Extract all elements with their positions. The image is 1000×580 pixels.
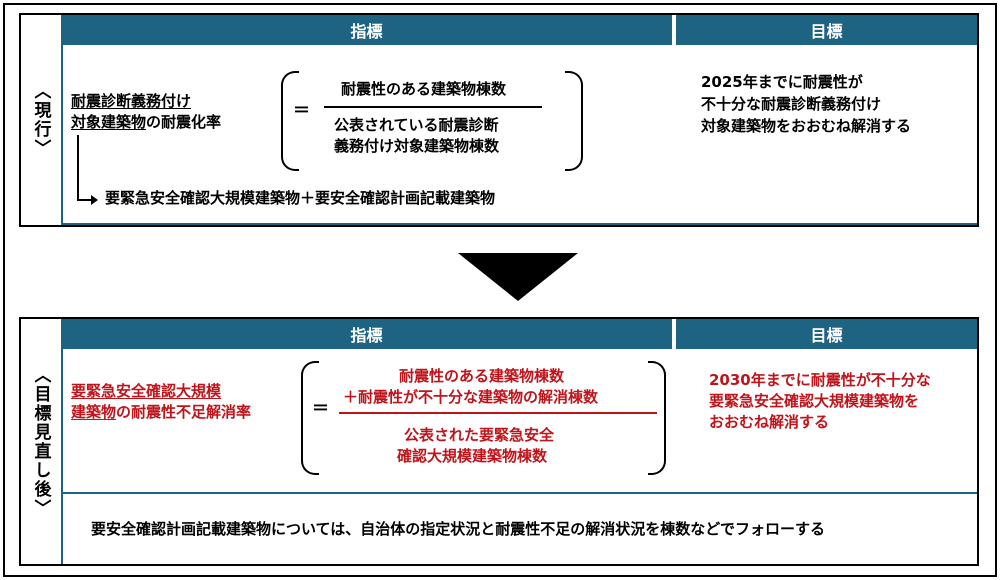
current-denominator-line1: 公表されている耐震診断: [334, 116, 499, 134]
current-numerator: 耐震性のある建築物棟数: [341, 80, 507, 98]
revised-target-line2: 要緊急安全確認大規模建築物を: [709, 392, 920, 410]
current-denominator-line2: 義務付け対象建築物棟数: [334, 137, 500, 155]
revised-target-line3: おおむね解消する: [709, 413, 830, 431]
revised-footer-note: 要安全確認計画記載建築物については、自治体の指定状況と耐震性不足の解消状況を棟数…: [91, 520, 825, 538]
current-panel: 〈現行〉 指標 目標 耐震診断義務付け 対象建築物の耐震化率 要緊急安全確認大規…: [19, 13, 979, 227]
current-fraction-line: [324, 106, 542, 108]
outer-frame: [3, 3, 997, 577]
current-paren-left: [281, 71, 299, 171]
current-note-pointer: [77, 135, 79, 201]
revised-divider-left: [61, 349, 63, 564]
revised-equals: ＝: [312, 399, 329, 419]
current-equals: ＝: [293, 101, 310, 121]
revised-divider-middle: [61, 492, 977, 494]
current-divider-left: [61, 45, 63, 225]
revised-header-target: 目標: [676, 319, 977, 349]
current-header-metric: 指標: [61, 15, 672, 45]
current-note-pointer-arm: [77, 199, 93, 201]
current-indicator-line2: 対象建築物の耐震化率: [71, 113, 222, 131]
current-side-label: 〈現行〉: [30, 82, 51, 158]
current-target-line2: 不十分な耐震診断義務付け: [701, 95, 882, 113]
current-note: 要緊急安全確認大規模建築物＋要安全確認計画記載建築物: [105, 189, 496, 207]
current-header-target: 目標: [676, 15, 977, 45]
revised-denominator-line2: 確認大規模建築物棟数: [397, 447, 548, 465]
current-target-line3: 対象建築物をおおむね解消する: [701, 117, 912, 135]
revised-paren-left: [301, 361, 319, 475]
revised-fraction-line: [339, 412, 657, 414]
revised-side-label-cell: 〈目標見直し後〉: [21, 319, 63, 564]
revised-paren-right: [648, 361, 666, 475]
current-note-arrowhead: [91, 195, 98, 205]
revised-denominator-line1: 公表された要緊急安全: [404, 426, 555, 444]
revised-panel: 〈目標見直し後〉 指標 目標 要緊急安全確認大規模 建築物の耐震性不足解消率 ＝…: [19, 317, 979, 566]
revised-indicator-line2: 建築物の耐震性不足解消率: [71, 403, 252, 421]
current-target-line1: 2025年までに耐震性が: [701, 73, 863, 91]
current-indicator-line1: 耐震診断義務付け: [71, 92, 192, 110]
current-divider-bottom: [61, 223, 977, 225]
down-arrow: [458, 253, 578, 301]
current-paren-right: [565, 71, 583, 171]
revised-side-label: 〈目標見直し後〉: [30, 365, 51, 518]
current-side-label-cell: 〈現行〉: [21, 15, 63, 225]
revised-numerator-line1: 耐震性のある建築物棟数: [399, 367, 565, 385]
revised-indicator-line1: 要緊急安全確認大規模: [71, 382, 222, 400]
revised-target-line1: 2030年までに耐震性が不十分な: [709, 371, 931, 389]
revised-header-metric: 指標: [61, 319, 672, 349]
revised-numerator-line2: ＋耐震性が不十分な建築物の解消棟数: [343, 388, 599, 406]
